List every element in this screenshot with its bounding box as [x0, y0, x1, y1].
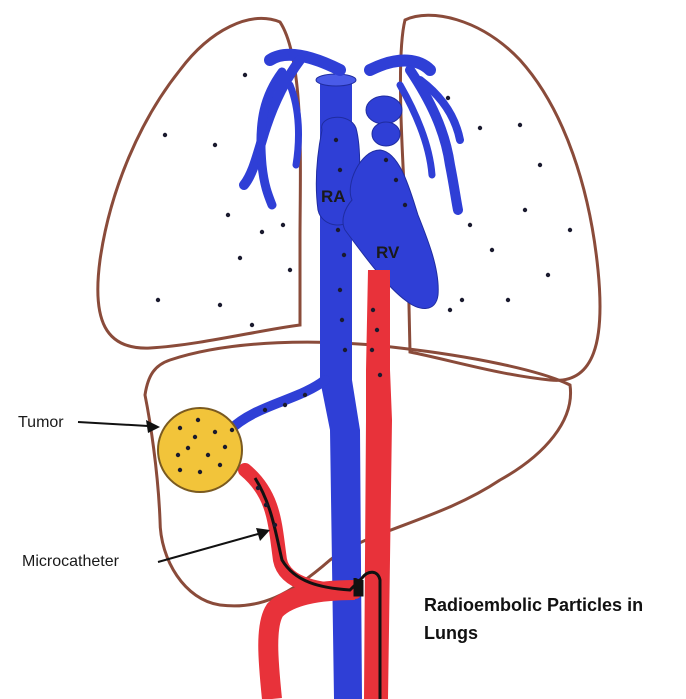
particle-dot: [339, 317, 345, 323]
particle-dot: [467, 222, 473, 228]
particle-dot: [185, 445, 191, 451]
particle-dot: [335, 227, 341, 233]
tumor-label: Tumor: [18, 414, 64, 431]
particle-dot: [217, 462, 223, 468]
particle-dot: [489, 247, 495, 253]
radioembolic-particles: [155, 72, 573, 528]
particle-dot: [259, 229, 265, 235]
particle-dot: [517, 122, 523, 128]
vena-cava-top: [315, 73, 357, 87]
particle-dot: [237, 255, 243, 261]
caption-line-2: Lungs: [424, 623, 478, 643]
pulmonary-trunk-lower: [371, 121, 401, 147]
particle-dot: [505, 297, 511, 303]
particle-dot: [162, 132, 168, 138]
particle-dot: [447, 307, 453, 313]
particle-dot: [217, 302, 223, 308]
particle-dot: [370, 307, 376, 313]
particle-dot: [229, 427, 235, 433]
microcatheter-line: [253, 477, 382, 699]
particle-dot: [225, 212, 231, 218]
particle-dot: [177, 467, 183, 473]
microcatheter-arrow: [157, 528, 270, 563]
particle-dot: [342, 347, 348, 353]
particle-dot: [175, 452, 181, 458]
microcatheter-label: Microcatheter: [22, 553, 119, 570]
left-pulmonary-vessels: [239, 48, 346, 210]
particle-dot: [445, 95, 451, 101]
particle-dot: [459, 297, 465, 303]
microcatheter-hook: [353, 578, 364, 597]
particle-dot: [222, 444, 228, 450]
particle-dot: [369, 347, 375, 353]
right-ventricle: [342, 149, 439, 309]
particle-dot: [374, 327, 380, 333]
right-pulmonary-vessels: [364, 54, 464, 215]
hepatic-vein: [225, 375, 330, 435]
aorta: [364, 270, 392, 699]
particle-dot: [280, 222, 286, 228]
particle-dot: [477, 125, 483, 131]
particle-dot: [287, 267, 293, 273]
pulmonary-trunk-upper: [365, 95, 403, 125]
particle-dot: [393, 177, 399, 183]
particle-dot: [522, 207, 528, 213]
particle-dot: [567, 227, 573, 233]
tumor-arrow: [77, 420, 160, 433]
particle-dot: [383, 157, 389, 163]
particle-dot: [545, 272, 551, 278]
iliac-artery: [258, 580, 356, 699]
diagram-caption: Radioembolic Particles in Lungs: [424, 591, 684, 647]
particle-dot: [212, 429, 218, 435]
particle-dot: [272, 522, 278, 528]
caption-line-1: Radioembolic Particles in: [424, 595, 644, 615]
particle-dot: [155, 297, 161, 303]
particle-dot: [333, 137, 339, 143]
particle-dot: [192, 434, 198, 440]
right-ventricle-label: RV: [376, 243, 400, 262]
particle-dot: [249, 322, 255, 328]
particle-dot: [302, 392, 308, 398]
right-atrium-label: RA: [321, 187, 346, 206]
left-lung-outline: [96, 17, 302, 350]
particle-dot: [255, 485, 261, 491]
particle-dot: [212, 142, 218, 148]
particle-dot: [197, 469, 203, 475]
particle-dot: [263, 502, 269, 508]
particle-dot: [377, 372, 383, 378]
particle-dot: [282, 402, 288, 408]
particle-dot: [337, 287, 343, 293]
particle-dot: [177, 425, 183, 431]
particle-dot: [262, 407, 268, 413]
particle-dot: [341, 252, 347, 258]
particle-dot: [537, 162, 543, 168]
particle-dot: [337, 167, 343, 173]
particle-dot: [242, 72, 248, 78]
particle-dot: [205, 452, 211, 458]
particle-dot: [195, 417, 201, 423]
particle-dot: [402, 202, 408, 208]
